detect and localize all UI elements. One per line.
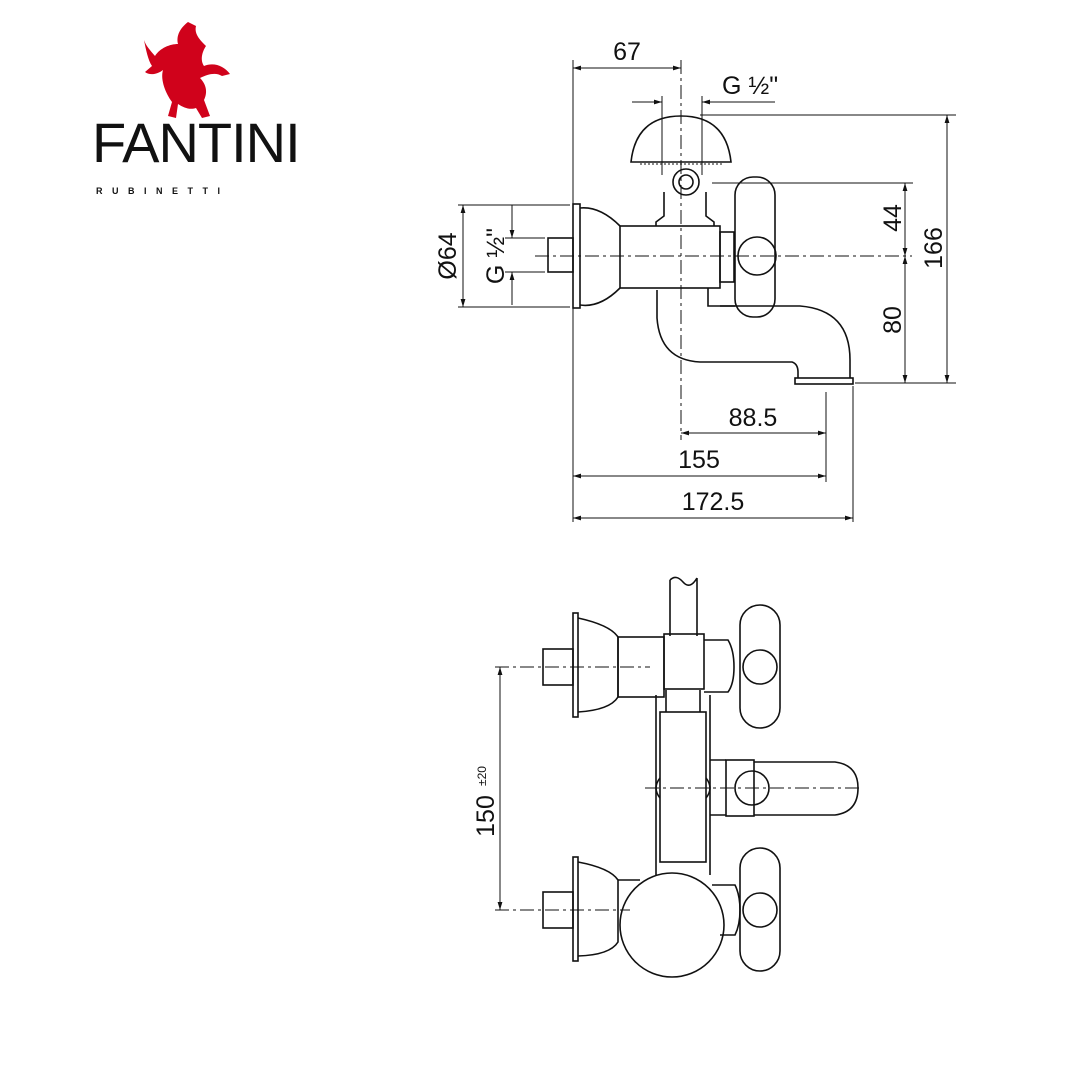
horse-icon (144, 22, 230, 118)
dim-inlet-thread: G ½" (482, 228, 510, 284)
dim-handle-height: 44 (879, 204, 907, 232)
brand-subtitle: RUBINETTI (96, 186, 230, 196)
front-view: 150 ±20 (472, 576, 862, 978)
brand-name: FANTINI (92, 111, 300, 174)
dim-spout-from-wall: 155 (678, 446, 720, 474)
side-view: 67 G ½" 44 80 166 Ø64 G ½" 88.5 155 172.… (434, 38, 956, 522)
dim-spout-reach: 88.5 (729, 404, 778, 432)
dim-total-height: 166 (920, 227, 948, 269)
dim-spout-height: 80 (879, 306, 907, 334)
dim-top-offset: 67 (613, 38, 641, 66)
dim-inlet-spacing: 150 (472, 795, 500, 837)
dim-inlet-tolerance: ±20 (475, 766, 489, 786)
dim-top-thread: G ½" (722, 72, 778, 100)
brand-logo: FANTINI RUBINETTI (92, 22, 301, 196)
dim-flange-diameter: Ø64 (434, 232, 462, 279)
dim-total-depth: 172.5 (682, 488, 745, 516)
